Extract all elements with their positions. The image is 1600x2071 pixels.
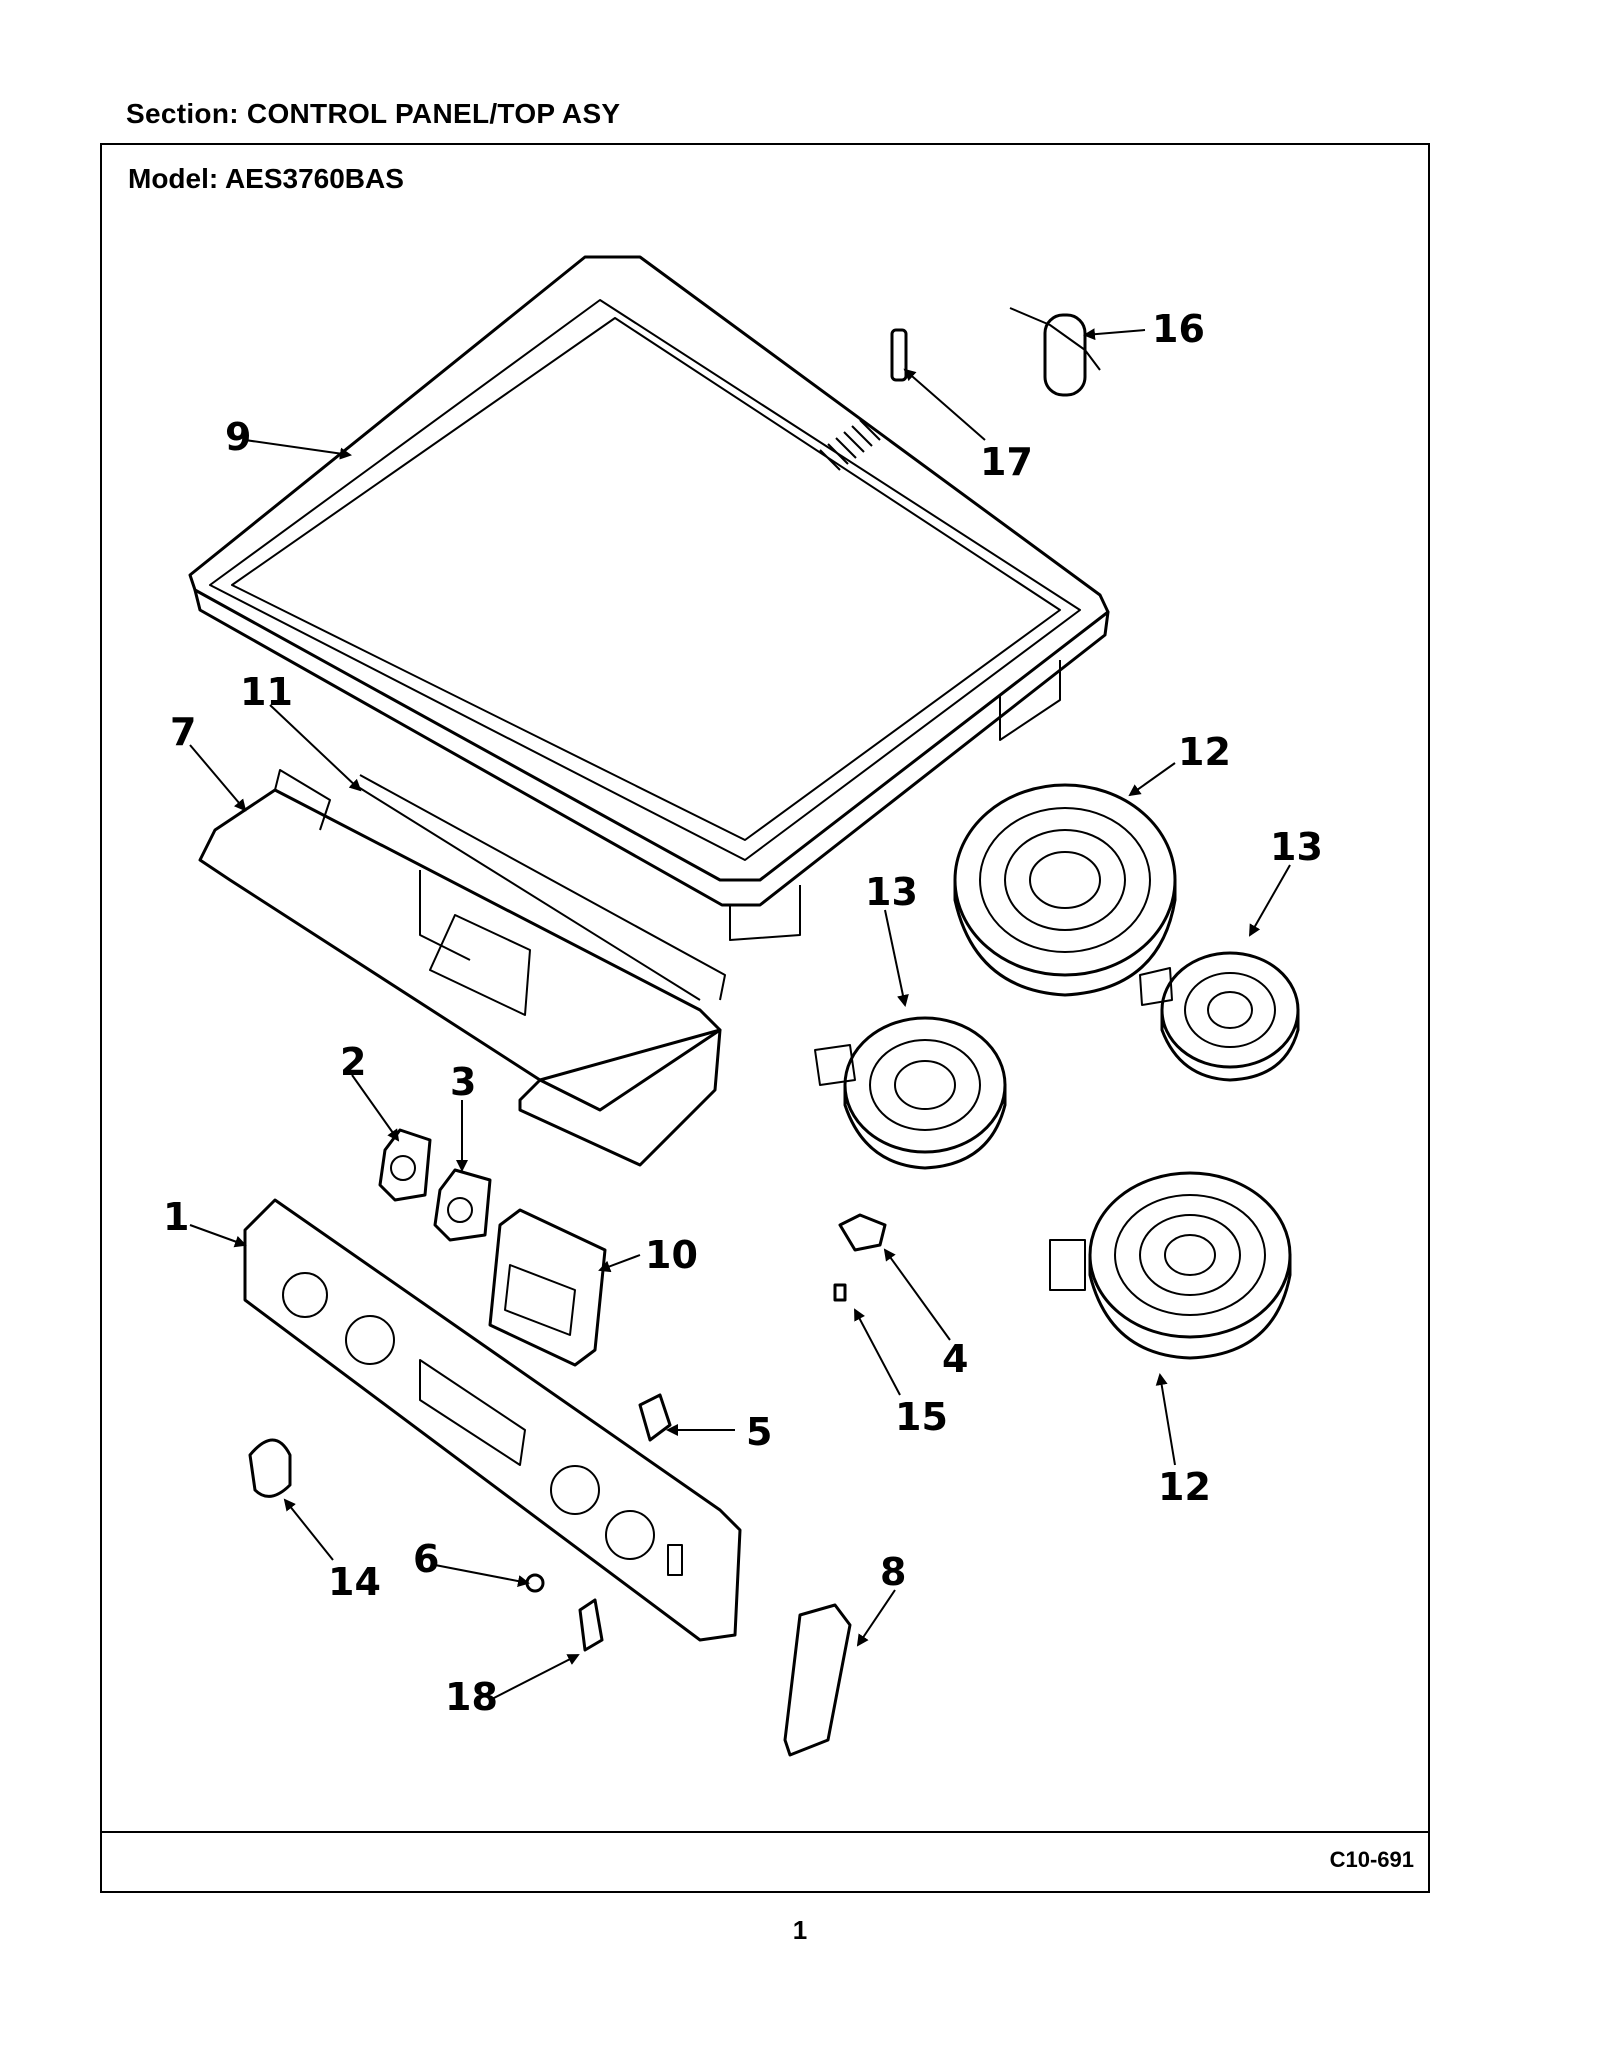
capacitor-16-part (1009, 307, 1101, 397)
surface-element-13-right-part (1139, 951, 1300, 1082)
callout-12-upper: 12 (1178, 730, 1231, 774)
rocker-switch-18-part (578, 1598, 604, 1652)
page-number: 1 (792, 1915, 808, 1945)
surface-element-13-left-part (814, 1016, 1007, 1170)
bracket-4-part (838, 1213, 887, 1252)
callout-13-left: 13 (865, 870, 918, 914)
callout-11: 11 (240, 670, 293, 714)
surface-element-12-lower-part (1049, 1171, 1292, 1360)
callout-13-right: 13 (1270, 825, 1323, 869)
callout-12-lower: 12 (1158, 1465, 1211, 1509)
callout-5: 5 (746, 1410, 772, 1454)
diagram-code: C10-691 (1329, 1847, 1414, 1872)
panel-bracket-part (198, 769, 726, 1167)
diagram-footer: C10-691 (102, 1831, 1428, 1891)
sensor-17-part (890, 328, 908, 382)
callout-14: 14 (328, 1560, 381, 1604)
screw-15-part (833, 1283, 847, 1302)
callout-9: 9 (225, 415, 251, 459)
knob-14-part (248, 1438, 292, 1498)
callout-7: 7 (170, 710, 196, 754)
callout-6: 6 (413, 1537, 439, 1581)
callout-15: 15 (895, 1395, 948, 1439)
section-title: Section: CONTROL PANEL/TOP ASY (126, 98, 621, 129)
diagram-frame: Model: AES3760BAS C10-691 (100, 143, 1430, 1893)
switch-2-part (378, 1128, 432, 1202)
callout-10: 10 (645, 1233, 698, 1277)
indicator-light-5-part (638, 1393, 672, 1442)
callout-2: 2 (340, 1040, 366, 1084)
callout-1: 1 (163, 1195, 189, 1239)
callout-8: 8 (880, 1550, 906, 1594)
callout-16: 16 (1152, 307, 1205, 351)
callout-4: 4 (942, 1337, 968, 1381)
clock-timer-part (488, 1208, 607, 1367)
switch-3-part (433, 1168, 492, 1242)
cooktop-top-part (188, 255, 1110, 941)
callout-18: 18 (445, 1675, 498, 1719)
callout-3: 3 (450, 1060, 476, 1104)
model-label: Model: AES3760BAS (128, 163, 404, 194)
callout-labels: 1 2 3 4 5 6 7 8 9 10 11 12 12 13 13 14 1… (163, 307, 1323, 1719)
screw-6-part (525, 1573, 545, 1593)
surface-element-12-upper-part (953, 783, 1177, 997)
control-panel-part (243, 1198, 742, 1642)
side-trim-8-part (783, 1603, 852, 1757)
callout-leaders (189, 328, 1291, 1701)
callout-17: 17 (980, 440, 1033, 484)
